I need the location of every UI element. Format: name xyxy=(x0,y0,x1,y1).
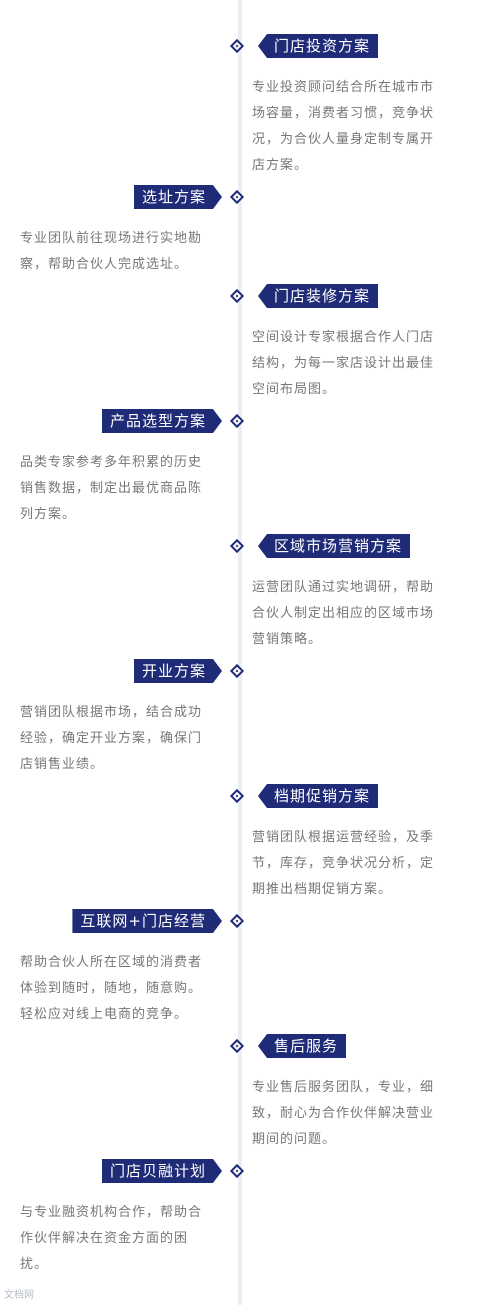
desc-line: 营销策略。 xyxy=(252,632,323,647)
desc-line: 专业团队前往现场进行实地勘 xyxy=(20,231,203,246)
step-title: 选址方案 xyxy=(134,185,222,209)
step-title: 门店投资方案 xyxy=(258,34,379,58)
desc-line: 店方案。 xyxy=(252,158,309,173)
desc-line: 致，耐心为合作伙伴解决营业 xyxy=(252,1106,435,1121)
step-description: 营销团队根据运营经验，及季 节，库存，竞争状况分析，定 期推出档期促销方案。 xyxy=(252,825,434,903)
step-description: 与专业融资机构合作，帮助合 作伙伴解决在资金方面的困 扰。 xyxy=(20,1200,202,1278)
desc-line: 销售数据，制定出最优商品陈 xyxy=(20,481,203,496)
step-title: 产品选型方案 xyxy=(102,409,222,433)
desc-line: 专业投资顾问结合所在城市市 xyxy=(252,80,435,95)
desc-line: 店销售业绩。 xyxy=(20,757,105,772)
step-description: 专业投资顾问结合所在城市市 场容量，消费者习惯，竞争状 况，为合伙人量身定制专属… xyxy=(252,75,434,179)
desc-line: 空间布局图。 xyxy=(252,382,337,397)
step-title: 区域市场营销方案 xyxy=(258,534,411,558)
desc-line: 合伙人制定出相应的区域市场 xyxy=(252,606,435,621)
step-description: 专业团队前往现场进行实地勘 察，帮助合伙人完成选址。 xyxy=(20,226,202,278)
desc-line: 专业售后服务团队，专业，细 xyxy=(252,1080,435,1095)
desc-line: 作伙伴解决在资金方面的困 xyxy=(20,1231,189,1246)
step-description: 帮助合伙人所在区域的消费者 体验到随时，随地，随意购。 轻松应对线上电商的竞争。 xyxy=(20,950,202,1028)
desc-line: 体验到随时，随地，随意购。 xyxy=(20,981,203,996)
desc-line: 轻松应对线上电商的竞争。 xyxy=(20,1007,189,1022)
desc-line: 察，帮助合伙人完成选址。 xyxy=(20,257,189,272)
step-title: 售后服务 xyxy=(258,1034,347,1058)
step-title: 门店装修方案 xyxy=(258,284,379,308)
step-description: 空间设计专家根据合作人门店 结构，为每一家店设计出最佳 空间布局图。 xyxy=(252,325,434,403)
desc-line: 空间设计专家根据合作人门店 xyxy=(252,330,435,345)
step-description: 运营团队通过实地调研，帮助 合伙人制定出相应的区域市场 营销策略。 xyxy=(252,575,434,653)
watermark: 文档网 xyxy=(4,1290,34,1301)
desc-line: 经验，确定开业方案，确保门 xyxy=(20,731,203,746)
timeline-axis xyxy=(238,0,242,1305)
desc-line: 营销团队根据市场，结合成功 xyxy=(20,705,203,720)
desc-line: 列方案。 xyxy=(20,507,77,522)
step-description: 营销团队根据市场，结合成功 经验，确定开业方案，确保门 店销售业绩。 xyxy=(20,700,202,778)
desc-line: 帮助合伙人所在区域的消费者 xyxy=(20,955,203,970)
step-title: 互联网+门店经营 xyxy=(72,909,222,933)
desc-line: 期推出档期促销方案。 xyxy=(252,882,393,897)
desc-line: 扰。 xyxy=(20,1257,49,1272)
step-description: 专业售后服务团队，专业，细 致，耐心为合作伙伴解决营业 期间的问题。 xyxy=(252,1075,434,1153)
desc-line: 场容量，消费者习惯，竞争状 xyxy=(252,106,435,121)
desc-line: 运营团队通过实地调研，帮助 xyxy=(252,580,435,595)
desc-line: 与专业融资机构合作，帮助合 xyxy=(20,1205,203,1220)
desc-line: 节，库存，竞争状况分析，定 xyxy=(252,856,435,871)
desc-line: 期间的问题。 xyxy=(252,1132,337,1147)
desc-line: 况，为合伙人量身定制专属开 xyxy=(252,132,435,147)
step-title: 档期促销方案 xyxy=(258,784,379,808)
desc-line: 品类专家参考多年积累的历史 xyxy=(20,455,203,470)
step-description: 品类专家参考多年积累的历史 销售数据，制定出最优商品陈 列方案。 xyxy=(20,450,202,528)
desc-line: 营销团队根据运营经验，及季 xyxy=(252,830,435,845)
step-title: 开业方案 xyxy=(134,659,222,683)
desc-line: 结构，为每一家店设计出最佳 xyxy=(252,356,435,371)
step-title: 门店贝融计划 xyxy=(102,1159,222,1183)
